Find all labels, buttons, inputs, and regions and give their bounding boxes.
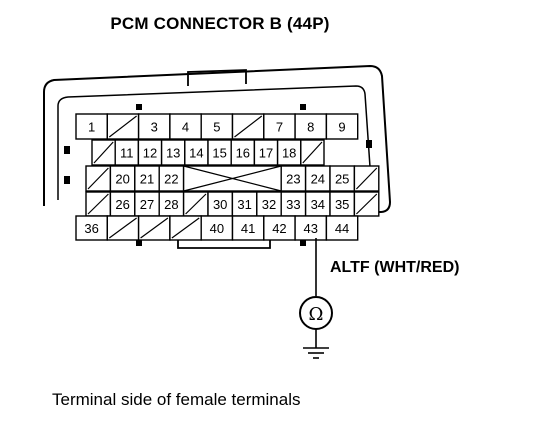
terminal-number-28: 28 xyxy=(164,197,178,212)
terminal-number-15: 15 xyxy=(212,146,226,161)
empty-cavity-mark xyxy=(108,217,137,239)
terminal-number-41: 41 xyxy=(241,221,255,236)
terminal-number-30: 30 xyxy=(213,197,227,212)
terminal-number-44: 44 xyxy=(335,221,349,236)
terminal-number-42: 42 xyxy=(272,221,286,236)
terminal-number-36: 36 xyxy=(84,221,98,236)
svg-text:Ω: Ω xyxy=(309,304,324,325)
lock-bump xyxy=(300,104,306,110)
empty-cavity-mark xyxy=(355,167,378,190)
terminal-cavity xyxy=(263,113,296,140)
terminal-number-31: 31 xyxy=(237,197,251,212)
terminal-number-33: 33 xyxy=(286,197,300,212)
ohmmeter-probe: Ω ALTF (WHT/RED) xyxy=(299,238,459,359)
terminal-number-3: 3 xyxy=(151,120,158,135)
lock-bump xyxy=(136,104,142,110)
ground-icon xyxy=(303,347,329,359)
terminal-number-24: 24 xyxy=(311,172,325,187)
terminal-number-21: 21 xyxy=(140,172,154,187)
connector-housing xyxy=(43,64,392,213)
terminal-number-14: 14 xyxy=(189,146,203,161)
terminal-number-40: 40 xyxy=(210,221,224,236)
terminal-number-4: 4 xyxy=(182,120,189,135)
empty-cavity-mark xyxy=(108,115,137,138)
blocked-mark xyxy=(183,165,282,192)
terminal-number-5: 5 xyxy=(213,120,220,135)
caption: Terminal side of female terminals xyxy=(52,390,301,409)
lock-bump xyxy=(64,146,70,154)
terminal-cavity xyxy=(75,215,108,241)
terminal-cavity xyxy=(75,113,108,140)
empty-cavity-mark xyxy=(87,167,109,190)
connector-title: PCM CONNECTOR B (44P) xyxy=(110,14,330,33)
terminal-cavity xyxy=(294,113,328,140)
terminal-number-43: 43 xyxy=(304,221,318,236)
terminal-number-23: 23 xyxy=(286,172,300,187)
terminal-number-17: 17 xyxy=(259,146,273,161)
empty-cavity-mark xyxy=(185,193,207,215)
terminal-cavity xyxy=(231,215,265,241)
lock-bump xyxy=(136,240,142,246)
terminal-number-16: 16 xyxy=(236,146,250,161)
terminal-number-26: 26 xyxy=(115,197,129,212)
terminal-number-20: 20 xyxy=(115,172,129,187)
terminal-number-1: 1 xyxy=(88,120,95,135)
terminal-cavity xyxy=(158,165,185,192)
terminal-number-18: 18 xyxy=(282,146,296,161)
terminal-cavity xyxy=(109,165,136,192)
terminal-number-27: 27 xyxy=(140,197,154,212)
ohmmeter-icon: Ω xyxy=(299,296,333,330)
lock-bump xyxy=(64,176,70,184)
terminal-number-32: 32 xyxy=(262,197,276,212)
terminal-cavity xyxy=(325,113,359,140)
terminal-number-25: 25 xyxy=(335,172,349,187)
terminal-number-11: 11 xyxy=(120,146,134,161)
terminal-cavity xyxy=(304,165,331,192)
terminal-cavity xyxy=(304,191,331,217)
lock-bump xyxy=(300,240,306,246)
wire-label: ALTF (WHT/RED) xyxy=(330,259,459,276)
empty-cavity-mark xyxy=(302,141,323,164)
empty-cavity-mark xyxy=(93,141,114,164)
connector-latch xyxy=(187,69,247,86)
terminal-number-13: 13 xyxy=(166,146,180,161)
empty-cavity-mark xyxy=(87,193,109,215)
terminal-cavity xyxy=(325,215,359,241)
lock-bump xyxy=(366,140,372,148)
terminal-number-22: 22 xyxy=(164,172,178,187)
terminal-cavity xyxy=(329,165,356,192)
empty-cavity-mark xyxy=(140,217,169,239)
terminal-number-35: 35 xyxy=(335,197,349,212)
terminal-number-34: 34 xyxy=(311,197,325,212)
terminal-cavity xyxy=(200,215,234,241)
connector-inner-shell xyxy=(57,85,373,200)
terminal-cavity xyxy=(169,113,202,140)
terminal-number-8: 8 xyxy=(307,120,314,135)
terminal-number-9: 9 xyxy=(338,120,345,135)
empty-cavity-mark xyxy=(234,115,263,138)
terminal-number-12: 12 xyxy=(143,146,157,161)
empty-cavity-mark xyxy=(171,217,200,239)
terminal-cavity xyxy=(263,215,296,241)
connector-bottom-tab xyxy=(177,238,271,249)
empty-cavity-mark xyxy=(355,193,378,215)
terminal-cavity xyxy=(294,215,328,241)
terminal-number-7: 7 xyxy=(276,120,283,135)
